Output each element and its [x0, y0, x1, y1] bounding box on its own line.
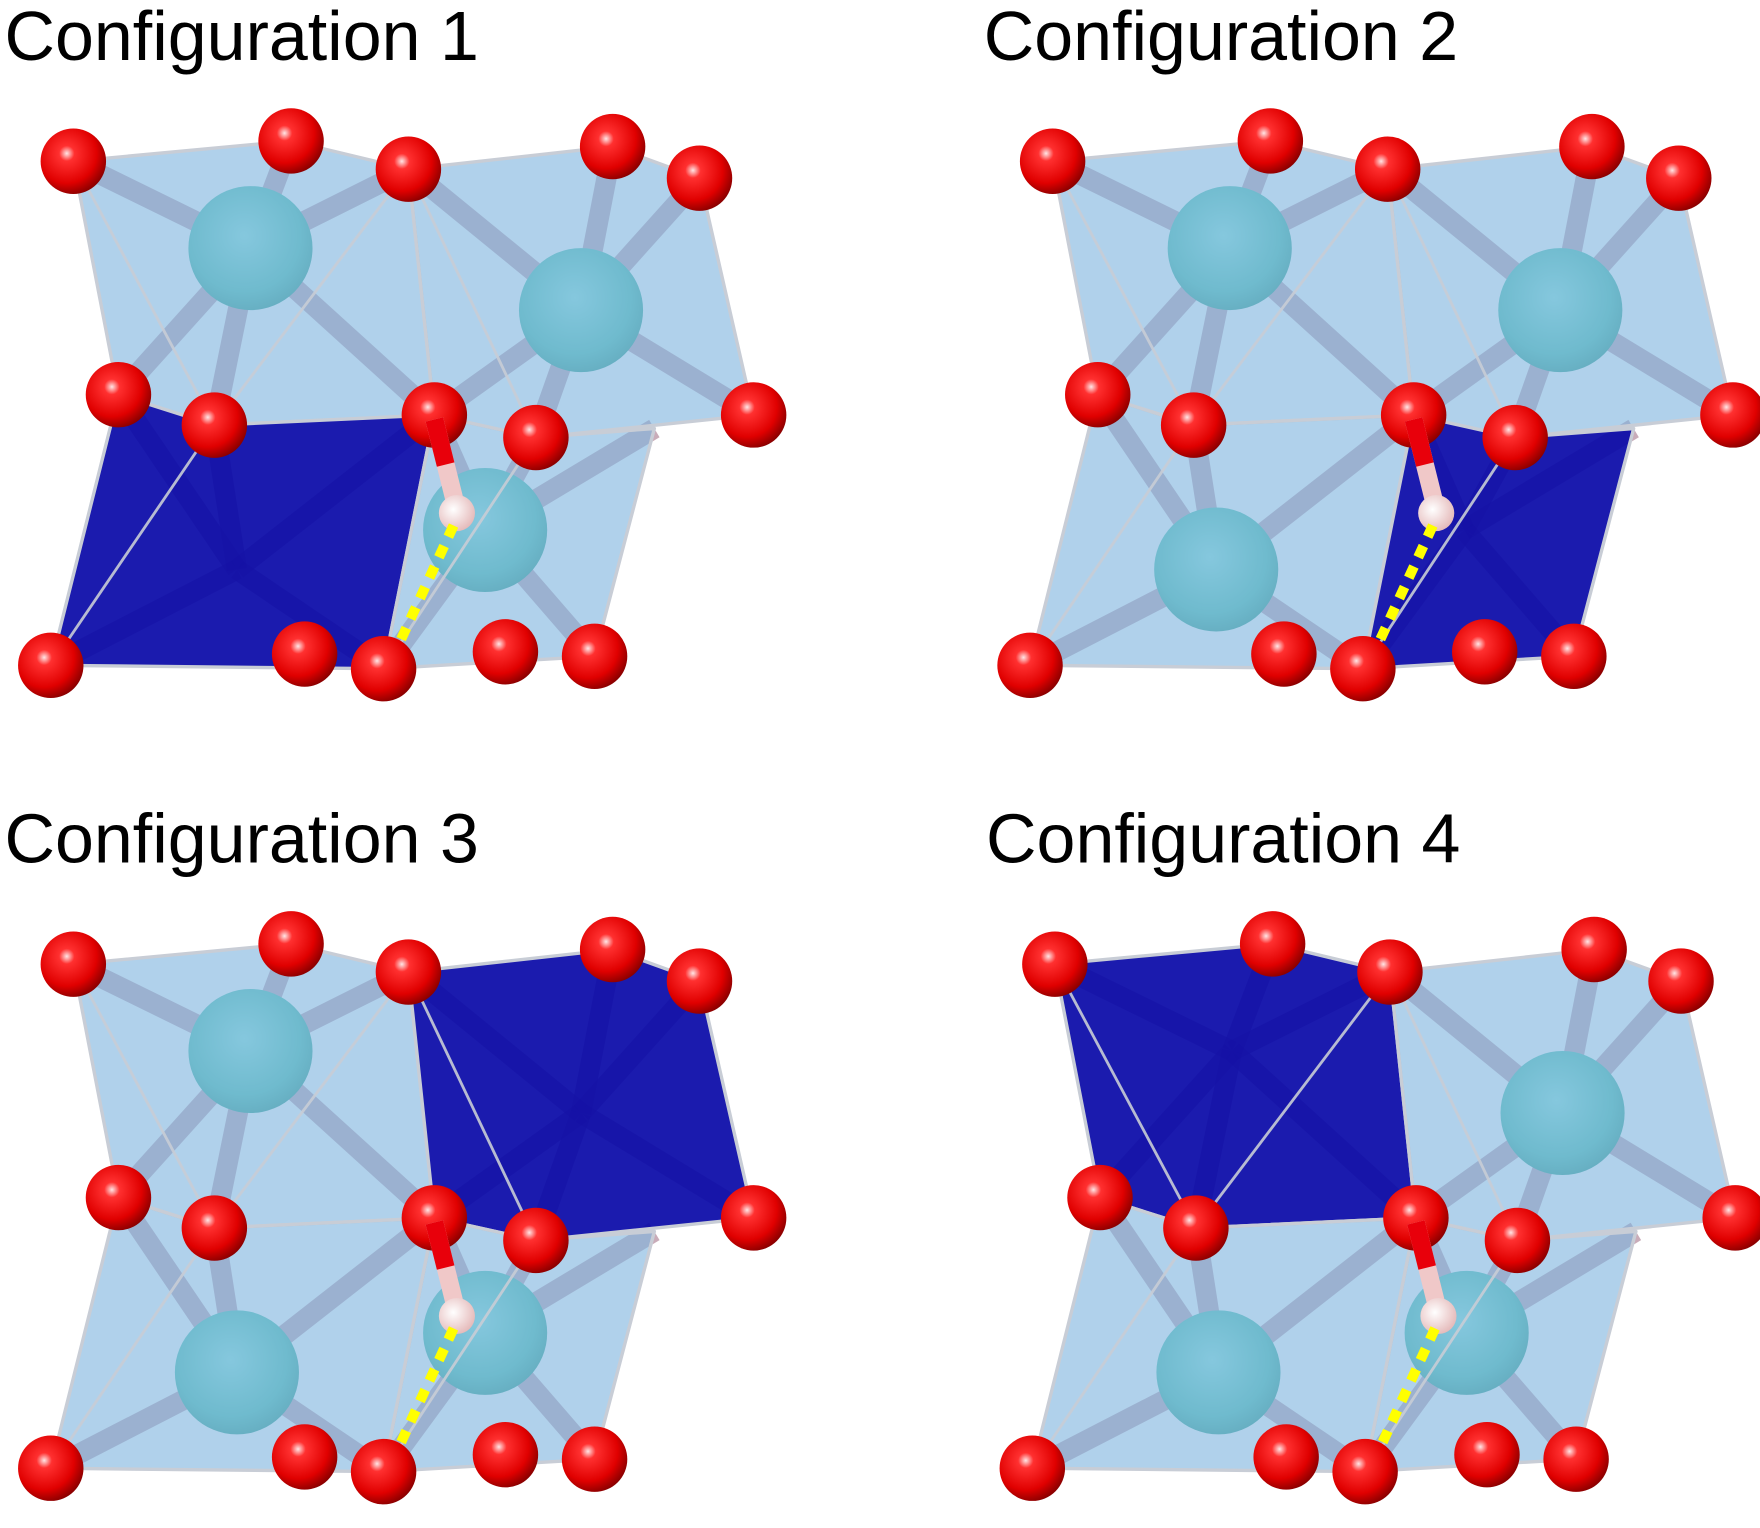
- oxygen-atom: [503, 404, 569, 471]
- oxygen-atom: [503, 1207, 569, 1274]
- oxygen-atom: [1648, 948, 1714, 1014]
- oxygen-atom: [1160, 392, 1227, 458]
- octahedron-edge: [1051, 160, 1195, 426]
- oxygen-atom: [1253, 1424, 1319, 1490]
- panel-title: Configuration 3: [5, 800, 479, 878]
- oh-bond-oxygen-half: [1404, 417, 1434, 467]
- oxygen-atom: [1646, 145, 1712, 211]
- oxygen-atom: [350, 1438, 417, 1505]
- hydrogen-atom: [1418, 495, 1455, 532]
- oxygen-atom: [579, 916, 646, 983]
- octahedron-edge: [1028, 424, 1195, 667]
- oxygen-atom: [350, 636, 417, 702]
- oxygen-atom: [18, 632, 84, 699]
- oxygen-atom: [258, 911, 324, 977]
- oxygen-atom: [401, 382, 468, 448]
- octahedron-edge: [1386, 168, 1517, 439]
- octahedron-edge: [407, 971, 538, 1242]
- oxygen-atom: [1482, 404, 1548, 471]
- octahedron-edge: [407, 168, 538, 439]
- octahedron-edge: [49, 424, 216, 667]
- oxygen-atom: [720, 1185, 787, 1251]
- oxygen-atom: [271, 1424, 338, 1490]
- oxygen-atom: [1354, 136, 1421, 202]
- oxygen-atom: [1357, 939, 1423, 1005]
- oxygen-atom: [561, 623, 628, 690]
- oxygen-atom: [1019, 128, 1086, 194]
- oxygen-atom: [375, 136, 442, 202]
- oxygen-atom: [375, 939, 442, 1005]
- octahedron-edge: [213, 971, 410, 1229]
- oxygen-atom: [997, 632, 1063, 699]
- octahedron-edge: [72, 963, 216, 1229]
- oxygen-atom: [1330, 636, 1396, 702]
- octahedron-edge: [1194, 971, 1392, 1229]
- oxygen-atom: [1452, 619, 1518, 685]
- oxygen-atom: [85, 1164, 152, 1231]
- octahedron-edge: [1031, 1227, 1198, 1470]
- oxygen-atom: [1541, 623, 1607, 690]
- oxygen-atom: [561, 1426, 628, 1492]
- oxygen-atom: [1237, 108, 1304, 174]
- oxygen-atom: [181, 392, 248, 458]
- octahedron-edge: [49, 1227, 216, 1470]
- oxygen-atom: [666, 948, 733, 1014]
- octahedron-edge: [1053, 963, 1198, 1229]
- hydrogen-atom: [438, 1297, 475, 1335]
- oxygen-atom: [1383, 1185, 1449, 1251]
- configuration-panel: Configuration 1: [5, 0, 787, 702]
- oh-bond-oxygen-half: [425, 417, 455, 467]
- oxygen-atom: [258, 108, 324, 174]
- oxygen-atom: [472, 1421, 539, 1488]
- panel-title: Configuration 4: [986, 800, 1460, 878]
- oxygen-atom: [1251, 621, 1317, 687]
- oxygen-atom: [40, 931, 107, 997]
- oxygen-atom: [1561, 916, 1627, 983]
- oxygen-atom: [999, 1435, 1066, 1501]
- configuration-panel: Configuration 4: [986, 800, 1760, 1505]
- oxygen-atom: [1067, 1164, 1133, 1231]
- oxygen-atom: [271, 621, 338, 687]
- panel-title: Configuration 1: [5, 0, 479, 75]
- oxygen-atom: [1559, 113, 1625, 180]
- oxygen-atom: [85, 361, 152, 428]
- octahedron-edge: [1388, 971, 1519, 1242]
- oxygen-atom: [1065, 361, 1131, 428]
- oxygen-atom: [1702, 1185, 1760, 1251]
- oxygen-atom: [18, 1435, 84, 1501]
- configuration-panel: Configuration 3: [5, 800, 787, 1505]
- oh-bond-oxygen-half: [1407, 1220, 1436, 1270]
- oxygen-atom: [1380, 382, 1447, 448]
- oxygen-atom: [579, 113, 646, 180]
- hydrogen-atom: [1420, 1297, 1457, 1335]
- octahedron-edge: [72, 160, 216, 426]
- oxygen-atom: [666, 145, 733, 211]
- oxygen-atom: [1543, 1426, 1609, 1492]
- oxygen-atom: [1700, 382, 1760, 448]
- oxygen-atom: [1239, 911, 1306, 977]
- oxygen-atom: [40, 128, 107, 194]
- oxygen-atom: [1484, 1207, 1551, 1274]
- oxygen-atom: [1022, 931, 1088, 997]
- oxygen-atom: [401, 1185, 468, 1251]
- panel-title: Configuration 2: [984, 0, 1458, 75]
- hydrogen-atom: [438, 495, 475, 532]
- oxygen-atom: [1163, 1195, 1229, 1261]
- oxygen-atom: [181, 1195, 248, 1261]
- octahedron-edge: [213, 168, 410, 426]
- oxygen-atom: [472, 619, 539, 685]
- configuration-panel: Configuration 2: [984, 0, 1760, 702]
- octahedron-edge: [1192, 168, 1389, 426]
- oxygen-atom: [1332, 1438, 1398, 1505]
- oxygen-atom: [1454, 1421, 1520, 1488]
- oh-bond-oxygen-half: [425, 1220, 455, 1270]
- oxygen-atom: [720, 382, 787, 448]
